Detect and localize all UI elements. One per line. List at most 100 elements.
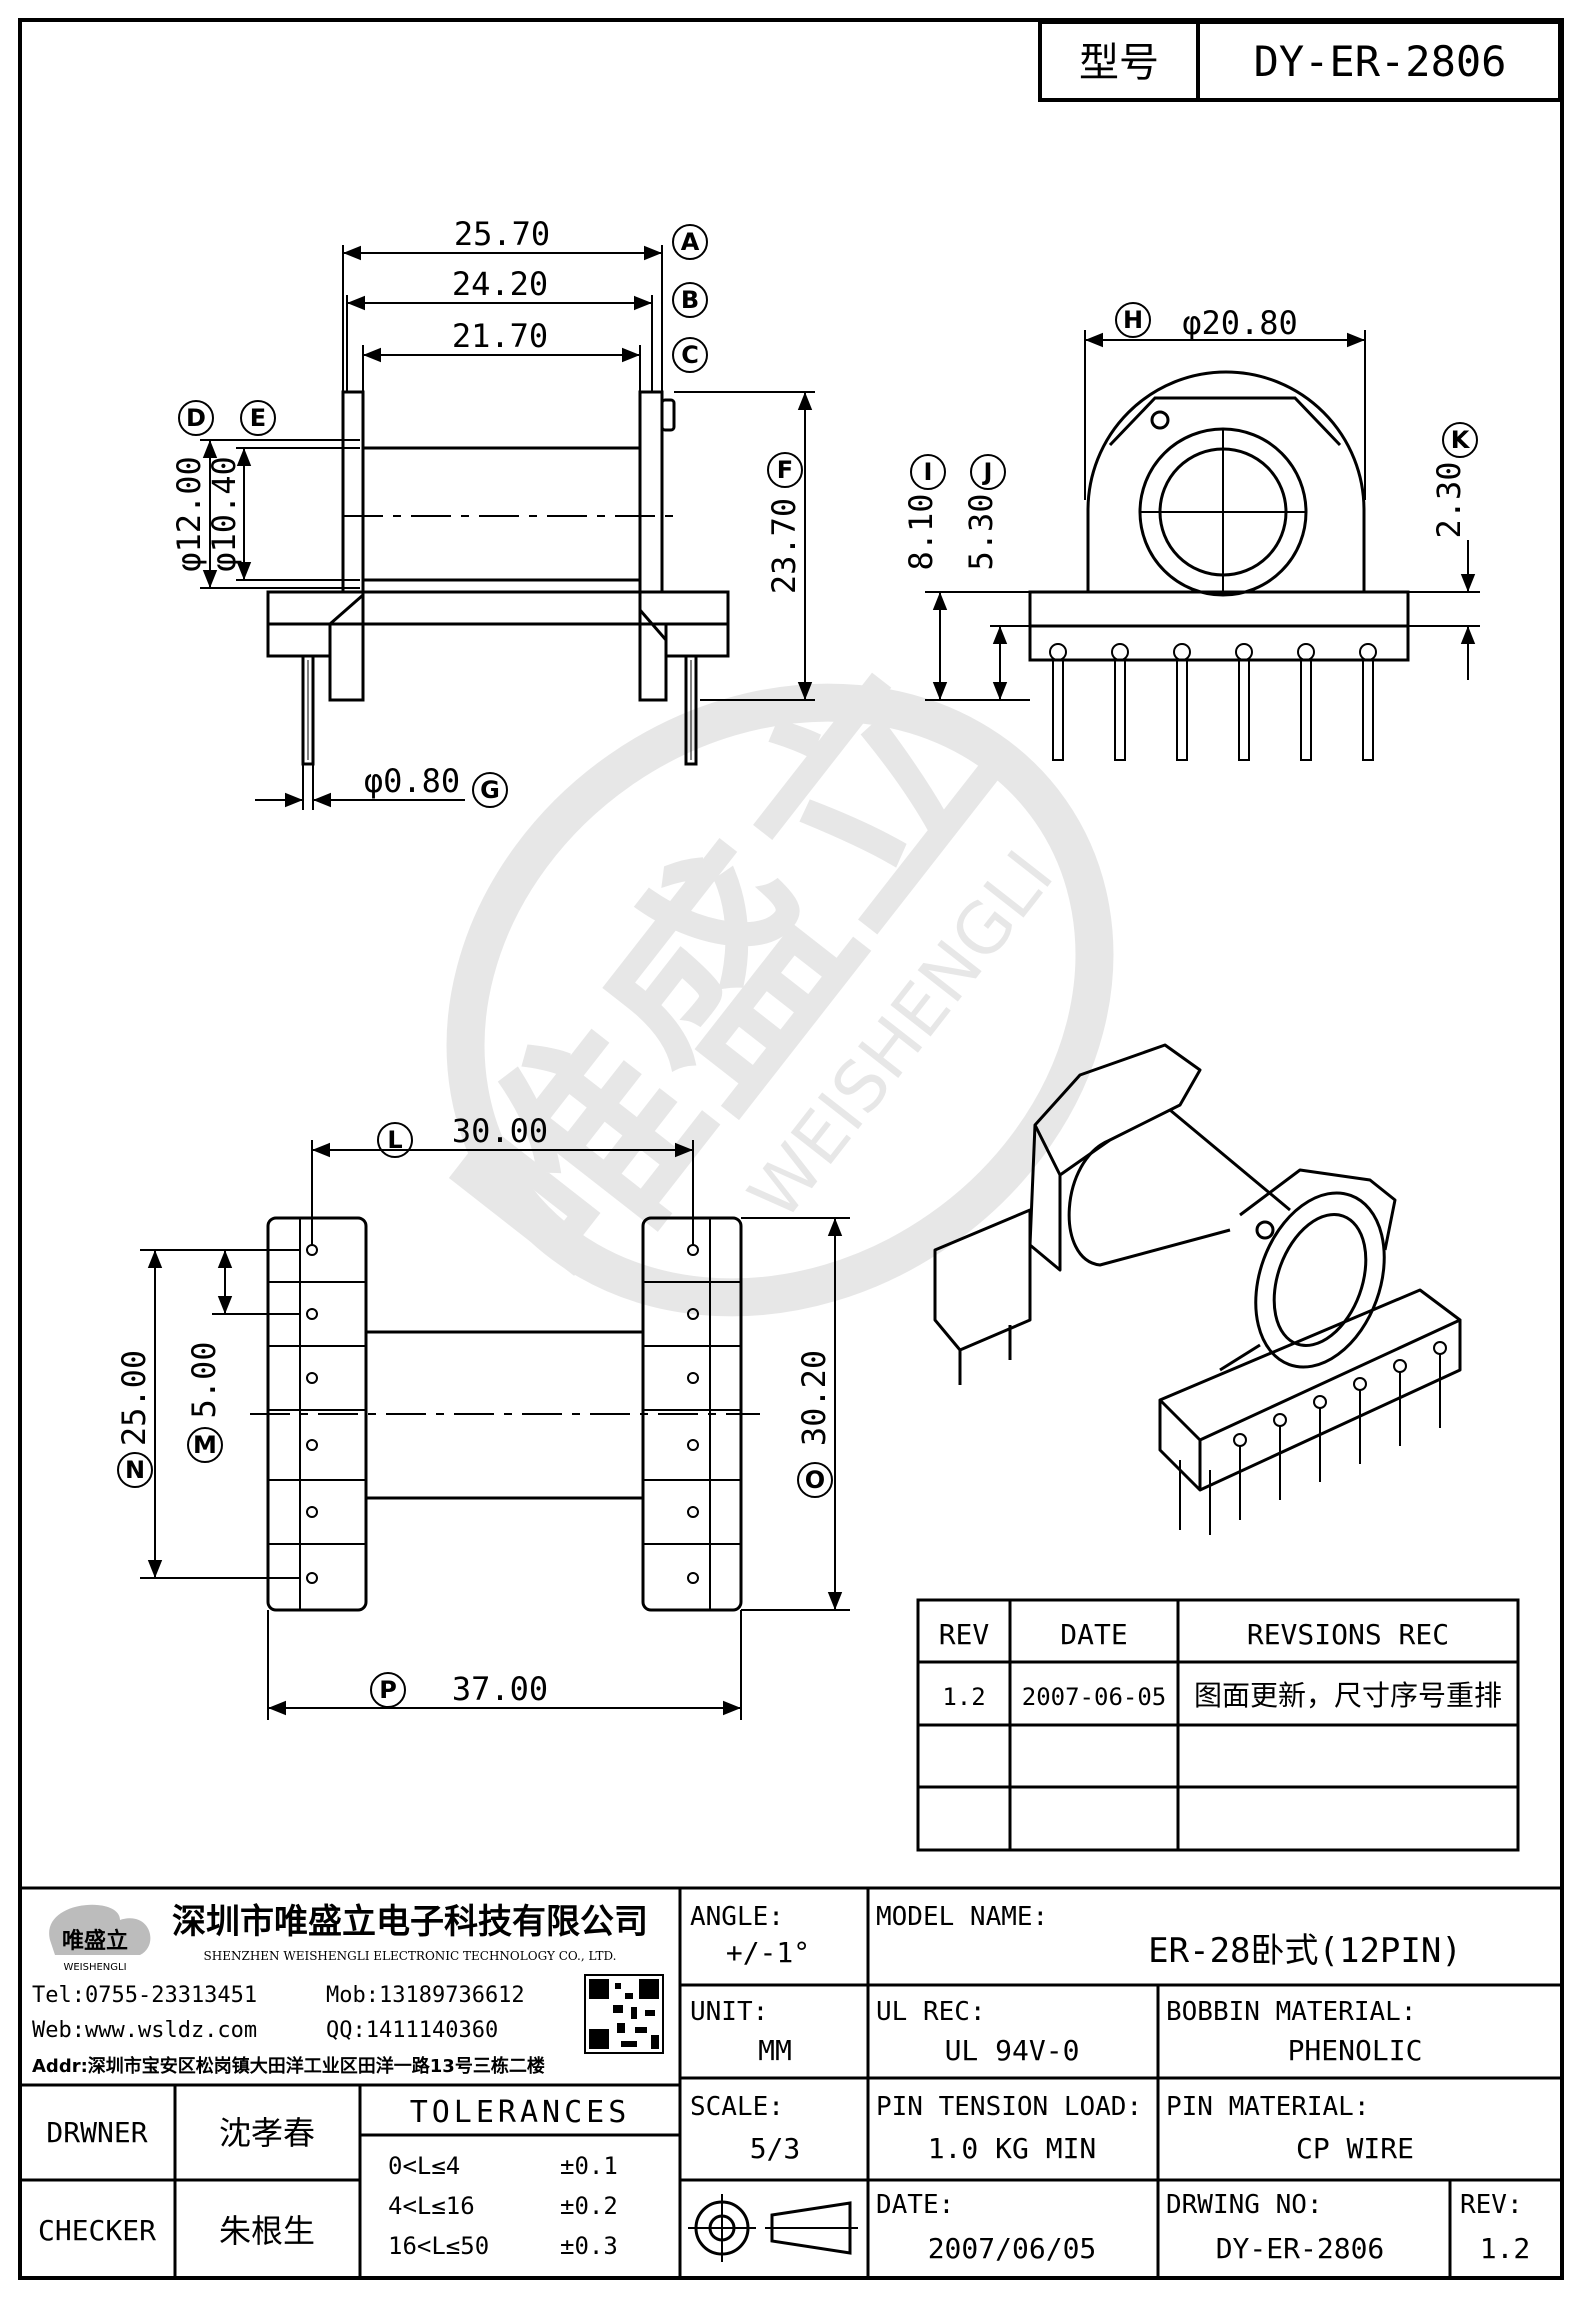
date-value: 2007/06/05 [928,2232,1097,2265]
company-qq: QQ:1411140360 [326,2018,498,2043]
pin-material-value: CP WIRE [1296,2132,1414,2165]
side-view [1028,370,1410,761]
side-dimensions [925,330,1480,701]
dim-k: 2.30 [1430,461,1468,538]
callout-a: A [681,228,700,256]
dim-i: 8.10 [902,493,940,570]
drawer-name: 沈孝春 [219,2114,315,2152]
isometric-view [933,1043,1462,1535]
angle-label: ANGLE: [690,1902,784,1932]
callout-o: O [805,1466,825,1494]
bottom-callouts: L M N O P [117,1122,833,1708]
dim-e: φ10.40 [205,456,243,572]
dim-f: 23.70 [765,498,803,594]
dim-d: φ12.00 [170,456,208,572]
bottom-dim-text: 30.00 5.00 25.00 30.20 37.00 [115,1112,833,1708]
company-name-en: SHENZHEN WEISHENGLI ELECTRONIC TECHNOLOG… [204,1949,617,1963]
qr-code-icon [584,1974,664,2054]
sheet-border [18,18,1564,2280]
model-name-value: ER-28卧式(12PIN) [1148,1931,1462,1971]
scale-label: SCALE: [690,2092,784,2122]
ul-rec-value: UL 94V-0 [945,2034,1080,2067]
callout-n: N [125,1456,145,1484]
bottom-dimensions [140,1140,850,1720]
dim-c: 21.70 [452,317,548,355]
drawer-label: DRWNER [46,2116,147,2149]
tolerance-range-1: 0<L≤4 [388,2152,460,2180]
model-name-label: MODEL NAME: [876,1902,1048,1932]
projection-symbol-icon [688,2194,858,2262]
callout-m: M [193,1431,217,1459]
dim-j: 5.30 [962,493,1000,570]
pin-tension-value: 1.0 KG MIN [928,2132,1097,2165]
checker-name: 朱根生 [219,2212,315,2250]
callout-f: F [777,456,793,484]
dim-h: φ20.80 [1182,304,1298,342]
pin-material-label: PIN MATERIAL: [1166,2092,1370,2122]
drawing-no-value: DY-ER-2806 [1216,2232,1385,2265]
bobbin-material-value: PHENOLIC [1288,2034,1423,2067]
ul-rec-label: UL REC: [876,1997,986,2027]
callout-j: J [982,458,993,486]
unit-value: MM [758,2034,792,2067]
side-dim-text: φ20.80 8.10 5.30 2.30 [902,304,1468,571]
company-logo: 唯盛立 WEISHENGLI [49,1904,151,1973]
rev-header-date: DATE [1060,1618,1127,1651]
company-name-cn: 深圳市唯盛立电子科技有限公司 [172,1902,648,1942]
company-web: Web:www.wsldz.com [32,2018,257,2043]
model-number: DY-ER-2806 [1254,37,1507,86]
dim-l: 30.00 [452,1112,548,1150]
rev-row-rec: 图面更新，尺寸序号重排 [1194,1679,1502,1712]
dim-a: 25.70 [454,215,550,253]
tolerances-title: TOLERANCES [410,2095,631,2130]
callout-p: P [379,1676,397,1704]
bottom-view [250,1216,760,1612]
dim-p: 37.00 [452,1670,548,1708]
front-callouts: A B C D E F G [178,224,803,808]
tolerance-value-1: ±0.1 [560,2152,618,2180]
title-block-grid [20,1886,1562,2278]
checker-label: CHECKER [38,2214,156,2247]
company-block: 唯盛立 WEISHENGLI 深圳市唯盛立电子科技有限公司 SHENZHEN W… [32,1902,664,2077]
tolerance-range-2: 4<L≤16 [388,2192,475,2220]
tolerance-value-3: ±0.3 [560,2232,618,2260]
callout-i: I [924,458,933,486]
bobbin-material-label: BOBBIN MATERIAL: [1166,1997,1416,2027]
unit-label: UNIT: [690,1997,768,2027]
front-dim-text: 25.70 24.20 21.70 φ12.00 φ10.40 23.70 φ0… [170,215,803,800]
company-addr: Addr:深圳市宝安区松岗镇大田洋工业区田洋一路13号三栋二楼 [32,2055,545,2077]
callout-b: B [681,286,699,314]
front-dimensions [200,245,815,810]
callout-g: G [480,776,500,804]
angle-value: +/-1° [726,1936,810,1969]
callout-h: H [1123,306,1143,334]
dim-b: 24.20 [452,265,548,303]
company-mob: Mob:13189736612 [326,1983,525,2008]
callout-l: L [387,1126,402,1154]
dim-n: 25.00 [115,1350,153,1446]
title-block-text: ANGLE: +/-1° MODEL NAME: ER-28卧式(12PIN) … [38,1902,1530,2265]
rev-header-rec: REVSIONS REC [1247,1618,1449,1651]
dim-o: 30.20 [795,1350,833,1446]
drawing-no-label: DRWING NO: [1166,2190,1323,2220]
tolerance-value-2: ±0.2 [560,2192,618,2220]
side-callouts: H I J K [910,302,1478,490]
logo-cn: 唯盛立 [62,1928,128,1954]
callout-c: C [681,341,699,369]
header-box: 型号 DY-ER-2806 [1038,20,1562,102]
company-tel: Tel:0755-23313451 [32,1983,257,2008]
dim-m: 5.00 [185,1341,223,1418]
callout-d: D [186,404,206,432]
tolerance-range-3: 16<L≤50 [388,2232,489,2260]
scale-value: 5/3 [750,2132,801,2165]
rev-value: 1.2 [1480,2232,1531,2265]
rev-header-rev: REV [939,1618,990,1651]
callout-k: K [1451,426,1471,454]
logo-en: WEISHENGLI [63,1962,126,1973]
date-label: DATE: [876,2190,954,2220]
front-view [266,390,730,766]
rev-row-rev: 1.2 [942,1683,985,1711]
pin-tension-label: PIN TENSION LOAD: [876,2092,1142,2122]
rev-row-date: 2007-06-05 [1022,1683,1167,1711]
